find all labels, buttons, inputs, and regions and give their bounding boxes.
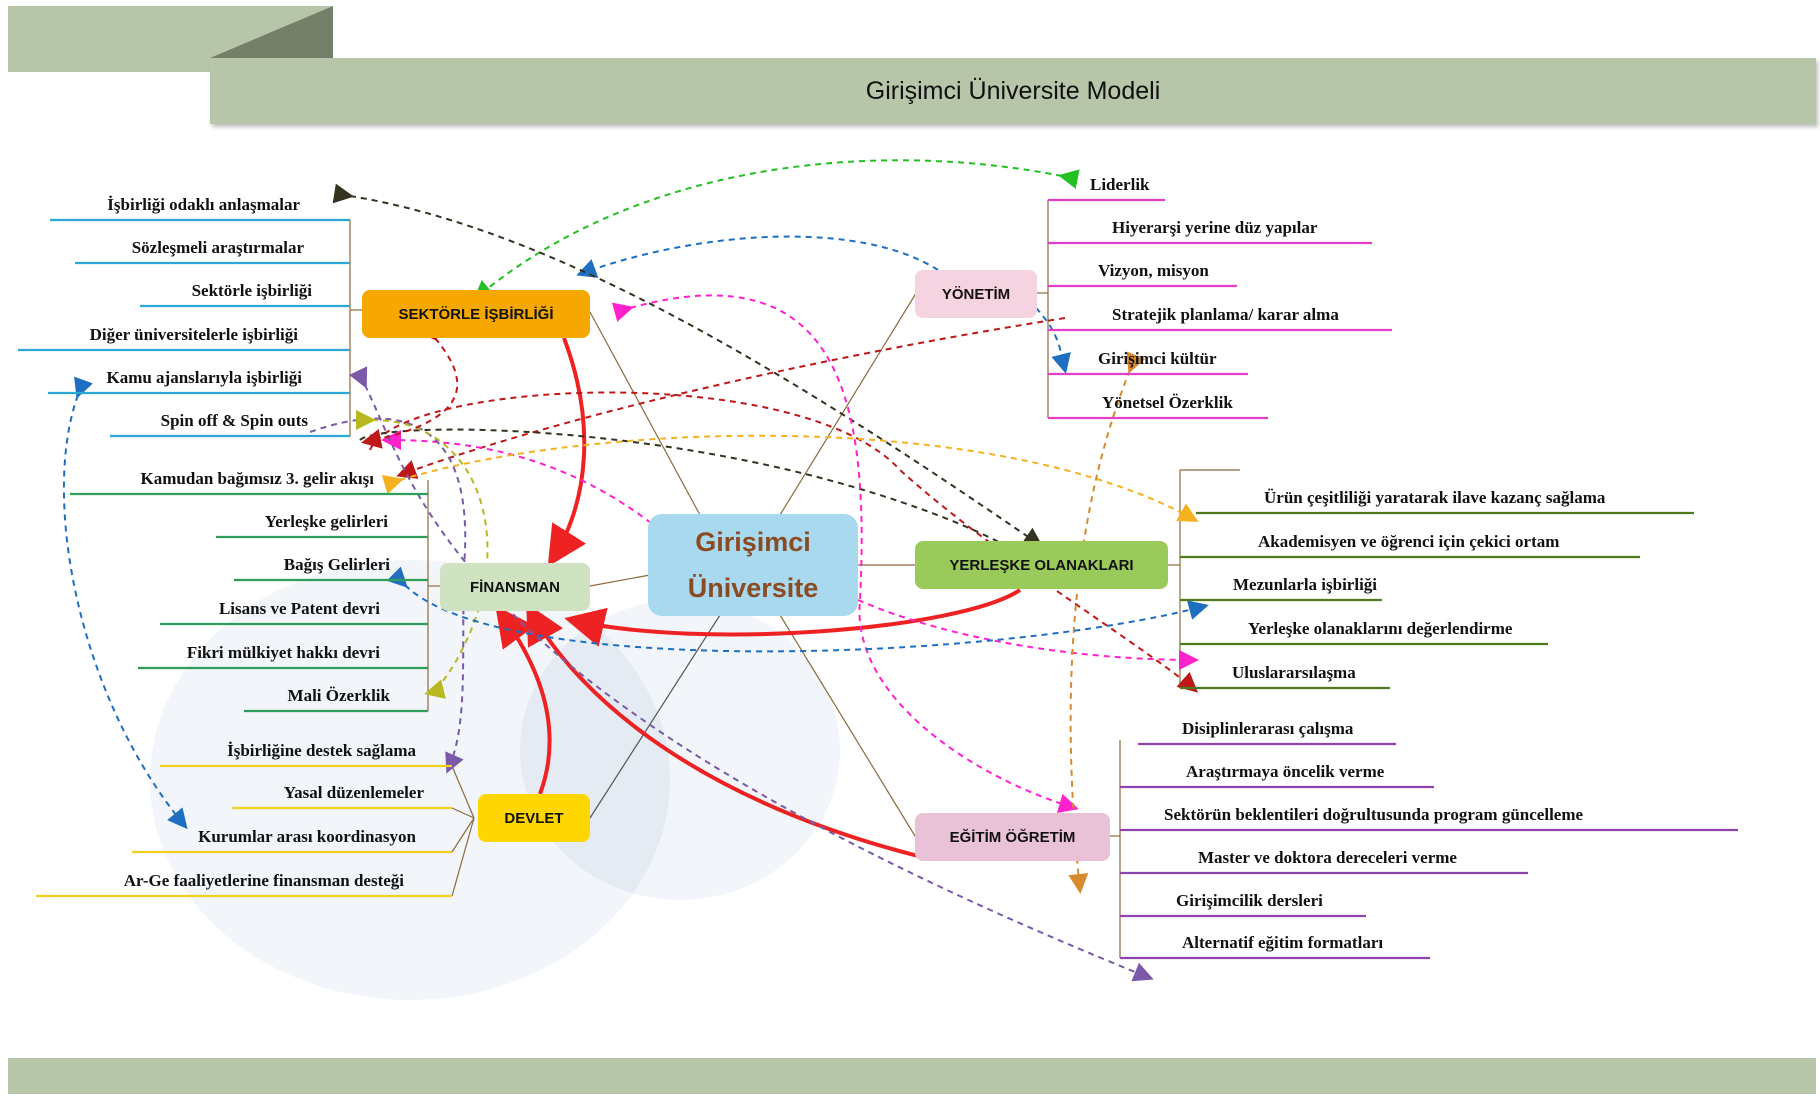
leaf-yonetim-item: Yönetsel Özerklik [1102,393,1233,412]
leaf-yonetim-item: Hiyerarşi yerine düz yapılar [1112,218,1318,237]
node-egitim: EĞİTİM ÖĞRETİM [915,813,1110,861]
node-devlet-label: DEVLET [504,809,564,827]
leaf-sektor-item: Kamu ajanslarıyla işbirliği [106,368,302,387]
center-node: Girişimci Üniversite [648,514,858,616]
page-title: Girişimci Üniversite Modeli [865,76,1161,105]
node-devlet: DEVLET [478,794,590,842]
leaf-yerleske-item: Uluslararsılaşma [1232,663,1356,682]
connector-sektor [589,311,701,516]
leaf-finansman-item: Yerleşke gelirleri [264,512,388,531]
center-line-1: Girişimci [695,527,811,557]
leaf-sektor-item: İşbirliği odaklı anlaşmalar [107,195,300,214]
connector-devlet [589,614,721,819]
connector-egitim [779,614,916,837]
node-yonetim: YÖNETİM [915,270,1037,318]
leaf-egitim-item: Girişimcilik dersleri [1176,891,1323,910]
leaf-egitim-item: Disiplinlerarası çalışma [1182,719,1354,738]
leaf-sektor-item: Spin off & Spin outs [160,411,308,430]
header-tab-fold [210,6,333,58]
center-line-2: Üniversite [687,573,819,603]
leaf-yonetim-item: Girişimci kültür [1098,349,1217,368]
leaf-devlet-item: İşbirliğine destek sağlama [227,741,416,760]
arrow-sektor-to-finansman [547,337,587,567]
node-sektor-label: SEKTÖRLE İŞBİRLİĞİ [398,305,554,323]
node-yerleske: YERLEŞKE OLANAKLARI [915,541,1168,589]
leaf-yonetim-item: Vizyon, misyon [1098,261,1209,280]
title-bar: Girişimci Üniversite Modeli [210,58,1816,124]
node-finansman: FİNANSMAN [440,563,590,611]
leaf-finansman-item: Mali Özerklik [287,686,390,705]
leaf-devlet-item: Kurumlar arası koordinasyon [198,827,416,846]
leaf-egitim-item: Master ve doktora dereceleri verme [1198,848,1457,867]
leaf-sektor-item: Sözleşmeli araştırmalar [131,238,304,257]
leaf-finansman-item: Fikri mülkiyet hakkı devri [186,643,380,662]
leaf-sektor-item: Diğer üniversitelerle işbirliği [89,325,298,344]
leaf-yerleske-item: Mezunlarla işbirliği [1233,575,1378,594]
leaf-yerleske-item: Yerleşke olanaklarını değerlendirme [1248,619,1513,638]
leaf-yonetim-item: Stratejik planlama/ karar alma [1112,305,1339,324]
leaf-devlet-item: Ar-Ge faaliyetlerine finansman desteği [123,871,404,890]
leaf-finansman-item: Lisans ve Patent devri [218,599,380,618]
node-sektor: SEKTÖRLE İŞBİRLİĞİ [362,290,590,338]
leaf-sektor-item: Sektörle işbirliği [191,281,312,300]
leaf-egitim-item: Alternatif eğitim formatları [1182,933,1384,952]
leaf-yerleske-item: Ürün çeşitliliği yaratarak ilave kazanç … [1264,488,1606,507]
connector-finansman [589,574,651,587]
node-yerleske-label: YERLEŞKE OLANAKLARI [949,556,1134,574]
leaf-yerleske-item: Akademisyen ve öğrenci için çekici ortam [1258,532,1560,551]
leaf-egitim-item: Araştırmaya öncelik verme [1186,762,1385,781]
node-finansman-label: FİNANSMAN [470,578,560,596]
leaf-devlet-item: Yasal düzenlemeler [283,783,424,802]
leaf-finansman-item: Kamudan bağımsız 3. gelir akışı [140,469,374,488]
node-egitim-label: EĞİTİM ÖĞRETİM [949,828,1076,846]
leaf-yonetim-item: Liderlik [1090,175,1150,194]
leaf-underlines [18,198,1738,960]
node-yonetim-label: YÖNETİM [941,285,1011,303]
leaf-egitim-item: Sektörün beklentileri doğrultusunda prog… [1164,805,1584,824]
leaf-finansman-item: Bağış Gelirleri [283,555,390,574]
footer-bar [8,1058,1816,1094]
arrow-devlet-to-finansman [495,605,552,795]
